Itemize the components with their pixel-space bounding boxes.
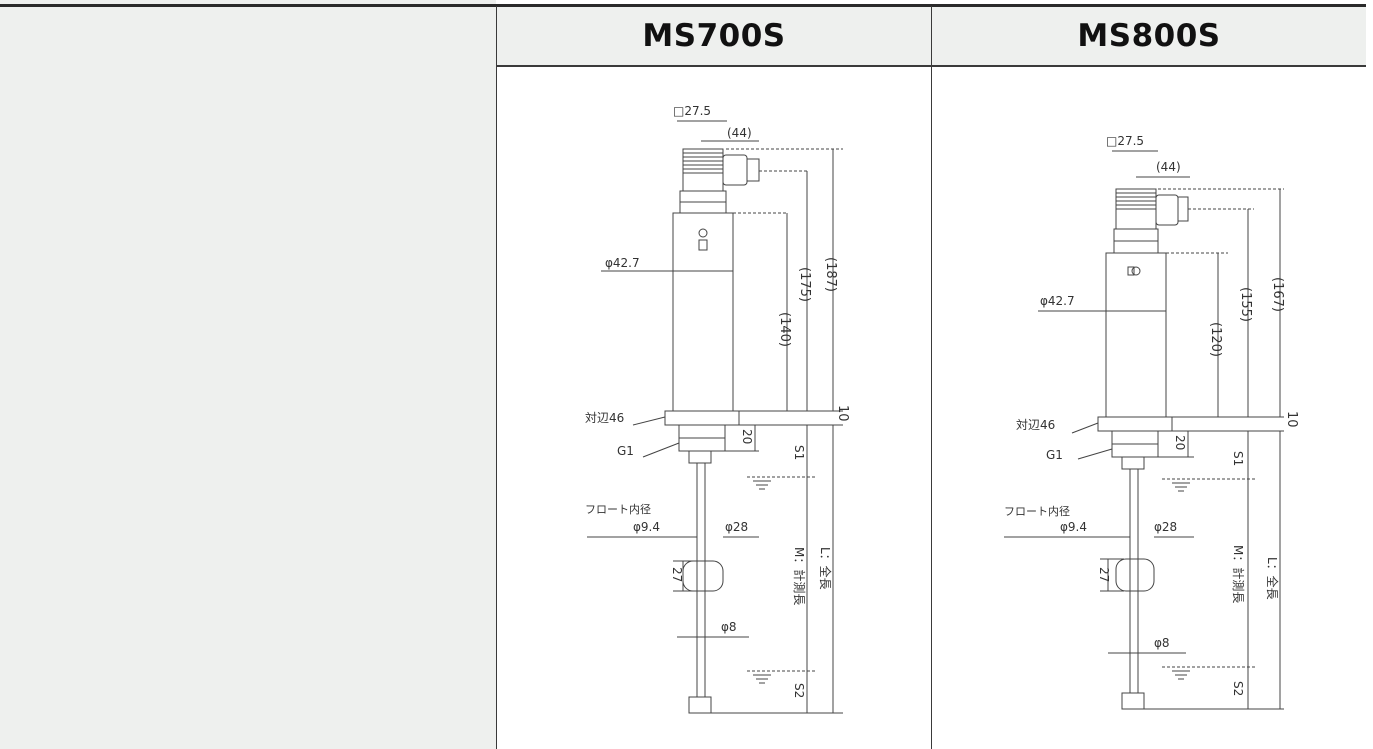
- ms800s-dim-gap: 10: [1284, 411, 1299, 428]
- column-divider-middle: [931, 6, 932, 749]
- ms700s-hex-nut: [664, 410, 740, 426]
- ms800s-rod: φ8: [1154, 636, 1170, 650]
- ms800s-float-label: フロート内径: [1004, 504, 1070, 518]
- ms700s-dim-h3: (187): [823, 257, 838, 292]
- ms700s-l-label: L：全長: [818, 547, 833, 590]
- ms800s-hex-nut: [1097, 416, 1173, 432]
- ms800s-float-inner: φ9.4: [1060, 520, 1087, 534]
- ms800s-float: [1115, 558, 1155, 592]
- ms800s-float-h: 27: [1097, 567, 1111, 582]
- ms800s-dimension-drawing: □27.5 (44) φ42.7 (120) (155) (167) 10 対辺…: [1004, 134, 1299, 710]
- ms800s-dim-h3: (167): [1270, 277, 1285, 312]
- header-divider: [497, 65, 1366, 67]
- ms700s-dim-gap: 10: [835, 405, 850, 422]
- ms800s-dim-s2: S2: [1231, 681, 1245, 696]
- ms800s-dim-thread: G1: [1046, 448, 1063, 462]
- model-name-ms800s: MS800S: [1077, 18, 1221, 54]
- ms800s-dim-h2: (155): [1238, 287, 1253, 322]
- ms700s-dim-thread-len: 20: [740, 429, 754, 444]
- ms700s-dim-hex: 対辺46: [585, 411, 624, 425]
- ms700s-dim-h1: (140): [777, 312, 792, 347]
- ms800s-l-label: L：全長: [1265, 557, 1280, 600]
- ms800s-dim-hex: 対辺46: [1016, 418, 1055, 432]
- ms700s-dimension-drawing: □27.5 (44) φ42.7 (140) (175) (187) 10 対辺…: [585, 104, 850, 714]
- ms700s-float-inner: φ9.4: [633, 520, 660, 534]
- ms800s-dim-square: □27.5: [1106, 134, 1144, 148]
- ms700s-float-label: フロート内径: [585, 502, 651, 516]
- ms700s-dim-diameter: φ42.7: [605, 256, 640, 270]
- header-ms800s: MS800S: [932, 7, 1366, 65]
- ms700s-m-label: M：計測長: [792, 547, 807, 605]
- table-top-border: [0, 4, 1366, 7]
- header-ms700s: MS700S: [497, 7, 931, 65]
- ms700s-connector-head: [682, 148, 724, 192]
- ms700s-body: [672, 212, 734, 412]
- ms700s-dim-thread: G1: [617, 444, 634, 458]
- ms700s-float-od: φ28: [725, 520, 748, 534]
- ms800s-dim-connector: (44): [1156, 160, 1181, 174]
- ms700s-dim-h2: (175): [797, 267, 812, 302]
- ms700s-dim-s1: S1: [792, 445, 806, 460]
- ms700s-dim-s2: S2: [792, 683, 806, 698]
- ms800s-dim-s1: S1: [1231, 451, 1245, 466]
- column-divider-left: [496, 6, 497, 749]
- ms800s-body: [1105, 252, 1167, 418]
- ms700s-float: [682, 560, 724, 592]
- model-name-ms700s: MS700S: [642, 18, 786, 54]
- ms800s-dim-h1: (120): [1208, 322, 1223, 357]
- ms800s-dim-diameter: φ42.7: [1040, 294, 1075, 308]
- blank-left-panel: [0, 0, 496, 749]
- ms800s-float-od: φ28: [1154, 520, 1177, 534]
- ms800s-m-label: M：計測長: [1231, 545, 1246, 603]
- ms700s-float-h: 27: [670, 567, 684, 582]
- ms700s-rod: φ8: [721, 620, 737, 634]
- ms700s-dim-connector: (44): [727, 126, 752, 140]
- ms700s-dim-square: □27.5: [673, 104, 711, 118]
- ms800s-dim-thread-len: 20: [1173, 435, 1187, 450]
